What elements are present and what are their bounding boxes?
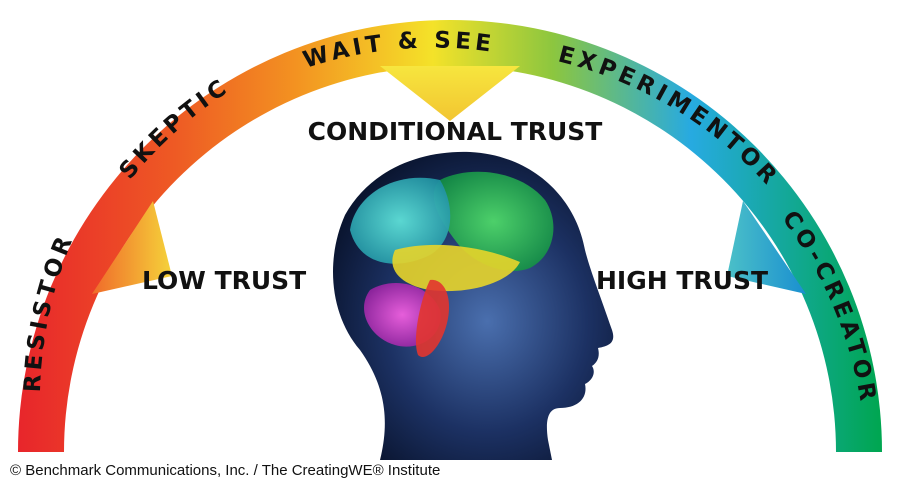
brain-stem-red (415, 279, 450, 358)
low-trust-pointer (92, 201, 172, 294)
head-brain-illustration (333, 151, 614, 460)
brain-temporal-yellow (392, 244, 520, 292)
copyright-notice: © Benchmark Communications, Inc. / The C… (10, 462, 441, 479)
label-low-trust: LOW TRUST (142, 266, 306, 295)
spectrum-arc (18, 20, 882, 452)
label-conditional-trust: CONDITIONAL TRUST (308, 117, 603, 146)
conditional-trust-pointer (380, 66, 520, 121)
brain-parietal-teal (350, 177, 451, 264)
label-high-trust: HIGH TRUST (596, 266, 768, 295)
high-trust-pointer (727, 201, 806, 294)
brain-frontal-green (433, 171, 554, 272)
